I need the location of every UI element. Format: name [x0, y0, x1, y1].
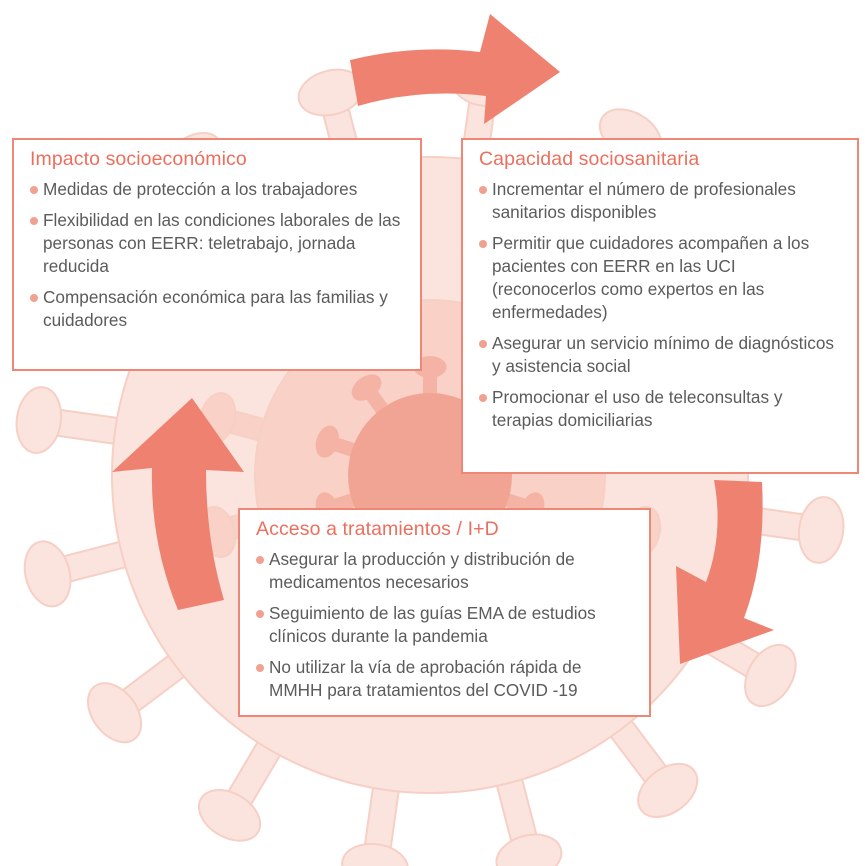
- cycle-arrow-right: [676, 480, 774, 664]
- bullet-icon: [256, 664, 264, 672]
- list-item-text: Incrementar el número de profesionales s…: [492, 179, 796, 222]
- list-item: Asegurar un servicio mínimo de diagnós­t…: [479, 332, 843, 378]
- list-item-text: Compensación económica para las familias…: [43, 287, 388, 330]
- list-item-text: Asegurar la producción y distribución de…: [269, 549, 575, 592]
- box-impacto-socioeconomico: Impacto socioeconómico Medidas de protec…: [12, 138, 422, 371]
- box-title: Acceso a tratamientos / I+D: [256, 518, 499, 540]
- box-title: Impacto socioeconómico: [30, 148, 247, 170]
- list-item-text: Asegurar un servicio mínimo de diagnós­t…: [492, 333, 835, 376]
- list-item-text: Permitir que cuidadores acompañen a los …: [492, 233, 810, 322]
- list-item: Permitir que cuidadores acompañen a los …: [479, 232, 843, 324]
- bullet-icon: [256, 556, 264, 564]
- bullet-icon: [479, 186, 487, 194]
- list-item-text: No utilizar la vía de aprobación rápida …: [269, 657, 582, 700]
- list-item: Medidas de protección a los trabajadores: [30, 178, 406, 201]
- cycle-arrow-top: [350, 14, 560, 124]
- list-item: Flexibilidad en las condiciones laborale…: [30, 209, 406, 278]
- list-item: Incrementar el número de profesionales s…: [479, 178, 843, 224]
- box-title: Capacidad sociosanitaria: [479, 148, 700, 170]
- bullet-icon: [30, 186, 38, 194]
- bullet-icon: [256, 610, 264, 618]
- bullet-icon: [30, 294, 38, 302]
- list-item-text: Flexibilidad en las condiciones laborale…: [43, 210, 401, 276]
- list-item: Asegurar la producción y distribución de…: [256, 548, 635, 594]
- bullet-icon: [30, 217, 38, 225]
- list-item-text: Medidas de protección a los trabajadores: [43, 179, 358, 199]
- list-item: Seguimiento de las guías EMA de estudios…: [256, 602, 635, 648]
- bullet-icon: [479, 394, 487, 402]
- list-item-text: Seguimiento de las guías EMA de estudios…: [269, 603, 596, 646]
- list-item: No utilizar la vía de aprobación rápida …: [256, 656, 635, 702]
- cycle-arrow-left: [112, 398, 244, 610]
- list-item: Promocionar el uso de teleconsultas y te…: [479, 386, 843, 432]
- box-acceso-tratamientos: Acceso a tratamientos / I+D Asegurar la …: [238, 508, 651, 717]
- box-capacidad-sociosanitaria: Capacidad sociosanitaria Incrementar el …: [461, 138, 859, 474]
- list-item: Compensación económica para las familias…: [30, 286, 406, 332]
- list-item-text: Promocionar el uso de teleconsultas y te…: [492, 387, 783, 430]
- bullet-icon: [479, 240, 487, 248]
- bullet-icon: [479, 340, 487, 348]
